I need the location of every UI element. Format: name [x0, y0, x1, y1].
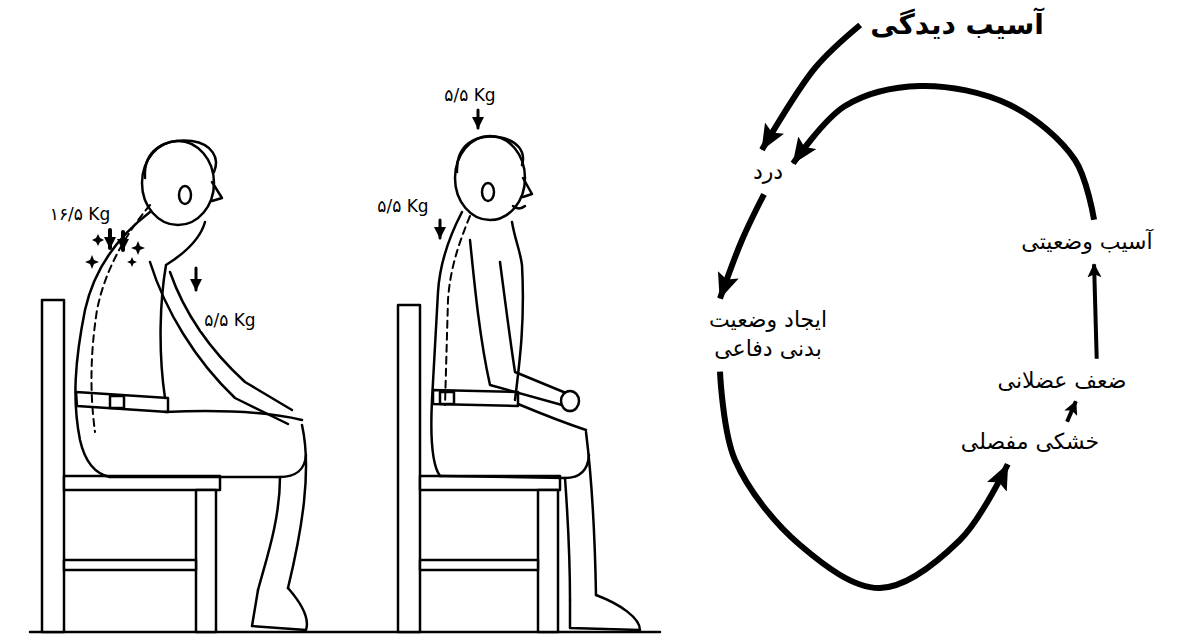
nose [212, 182, 222, 201]
arm [470, 240, 562, 405]
cycle-step: آسیب دیدگی [865, 4, 1049, 46]
cycle-arrow [1094, 264, 1097, 358]
load-arrow [108, 230, 112, 248]
hair [457, 137, 523, 172]
arm [500, 262, 566, 393]
cycle-step: خشکی مفصلی [956, 425, 1104, 460]
chair-rail [420, 560, 538, 570]
load-arrow [195, 268, 198, 290]
chair-leg [196, 490, 216, 632]
thigh [110, 455, 306, 477]
chair-back [398, 305, 420, 632]
cycle-step: ضعف عضلانی [993, 364, 1132, 399]
step-text: آسیب وضعیتی [1021, 228, 1152, 257]
nose [523, 178, 532, 197]
shin [586, 432, 596, 595]
spine [445, 216, 470, 405]
ear [482, 183, 494, 201]
cycle-arrow [1067, 401, 1076, 421]
step-text: خشکی مفصلی [961, 428, 1099, 457]
chair-leg [538, 490, 558, 632]
pain-star [131, 241, 145, 255]
arm [150, 262, 288, 424]
arm [170, 272, 292, 410]
belt-buckle [440, 392, 454, 404]
foot [252, 588, 307, 630]
pain-star [85, 255, 99, 269]
belt-buckle [110, 396, 124, 408]
thigh [518, 404, 586, 430]
shin [258, 477, 280, 590]
thigh [440, 455, 589, 478]
load-arrow [477, 110, 480, 128]
cycle-arrow [720, 372, 1008, 588]
belt [76, 392, 168, 412]
load-arrow [121, 232, 125, 250]
front-contour [161, 222, 205, 398]
ground-line [30, 631, 660, 634]
hand [561, 391, 579, 411]
cycle-step: درد [748, 155, 788, 190]
weight-label: ۵/۵ Kg [441, 84, 498, 106]
shin [288, 425, 306, 588]
step-text: درد [753, 158, 783, 187]
cycle-arrow [793, 86, 1094, 220]
thigh [165, 411, 302, 420]
cycle-arrow [762, 25, 860, 150]
step-text: ایجاد وضعیت بدنی دفاعی [693, 306, 843, 363]
cycle-step: ایجاد وضعیت بدنی دفاعی [688, 303, 848, 366]
weight-label: ۵/۵ Kg [374, 195, 431, 217]
head [455, 136, 525, 220]
chair-rail [64, 560, 196, 570]
step-text: ضعف عضلانی [998, 367, 1127, 396]
cycle-arrow [720, 194, 764, 298]
weight-label: ۵/۵ Kg [201, 309, 258, 331]
mouth [513, 206, 525, 209]
foot [570, 595, 640, 630]
spine [91, 205, 150, 432]
back-contour [75, 212, 150, 477]
pain-star [127, 257, 137, 267]
step-text: آسیب دیدگی [870, 7, 1044, 43]
cycle-step: آسیب وضعیتی [1016, 225, 1157, 260]
load-arrow [439, 220, 442, 238]
shin [565, 478, 570, 600]
pain-star [92, 234, 104, 246]
chair-back [42, 300, 64, 632]
hair [145, 141, 216, 178]
ear [179, 186, 191, 204]
weight-label: ۱۶/۵ Kg [47, 203, 113, 225]
